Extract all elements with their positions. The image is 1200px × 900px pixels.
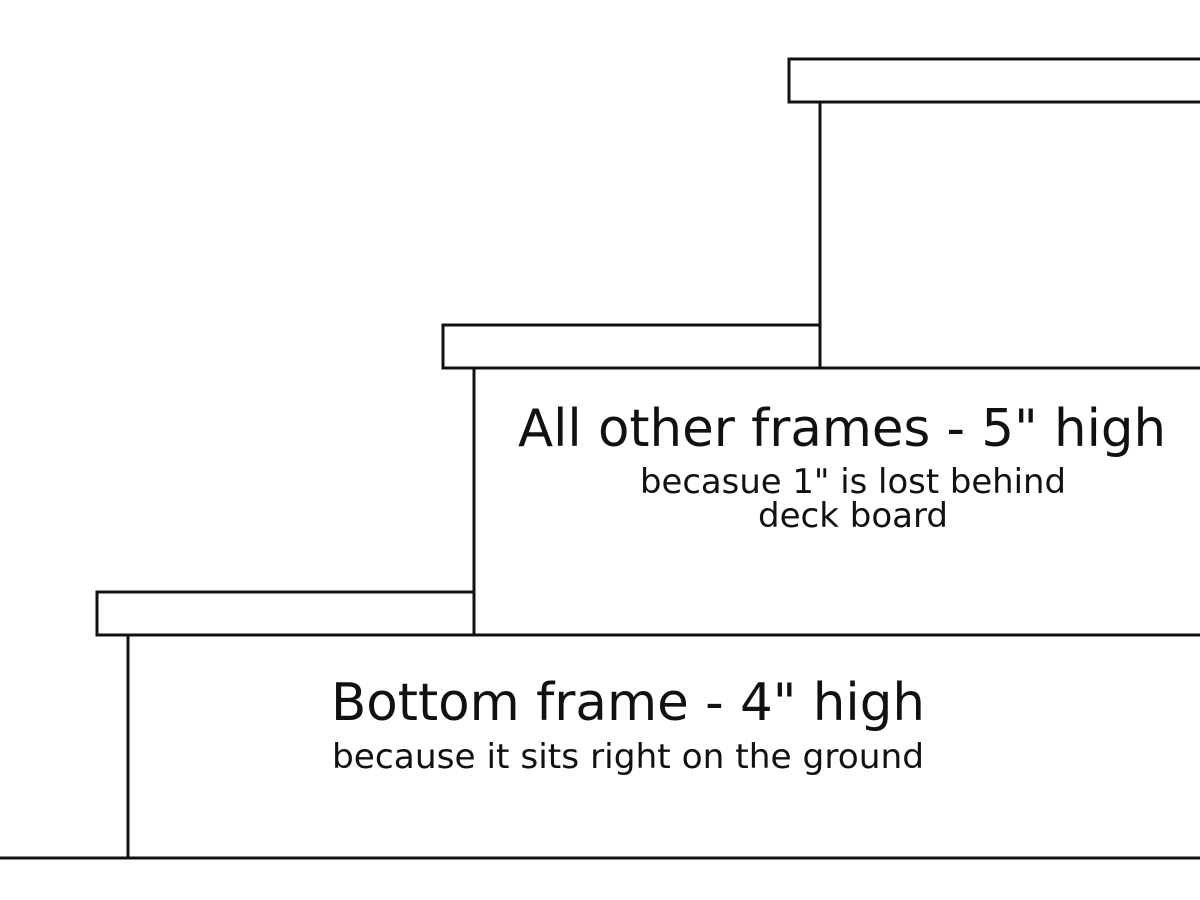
bottom-frame-note: because it sits right on the ground [332,737,924,777]
bottom-deck-board [95,590,476,637]
upper-frame-note-line2: deck board [758,496,948,536]
upper-frame-title: All other frames - 5" high [518,399,1166,459]
middle-deck-board [441,323,822,370]
top-deck-board [787,57,1200,104]
upper-frame-note-line1: becasue 1" is lost behind [640,462,1066,502]
bottom-frame-title: Bottom frame - 4" high [331,673,925,733]
